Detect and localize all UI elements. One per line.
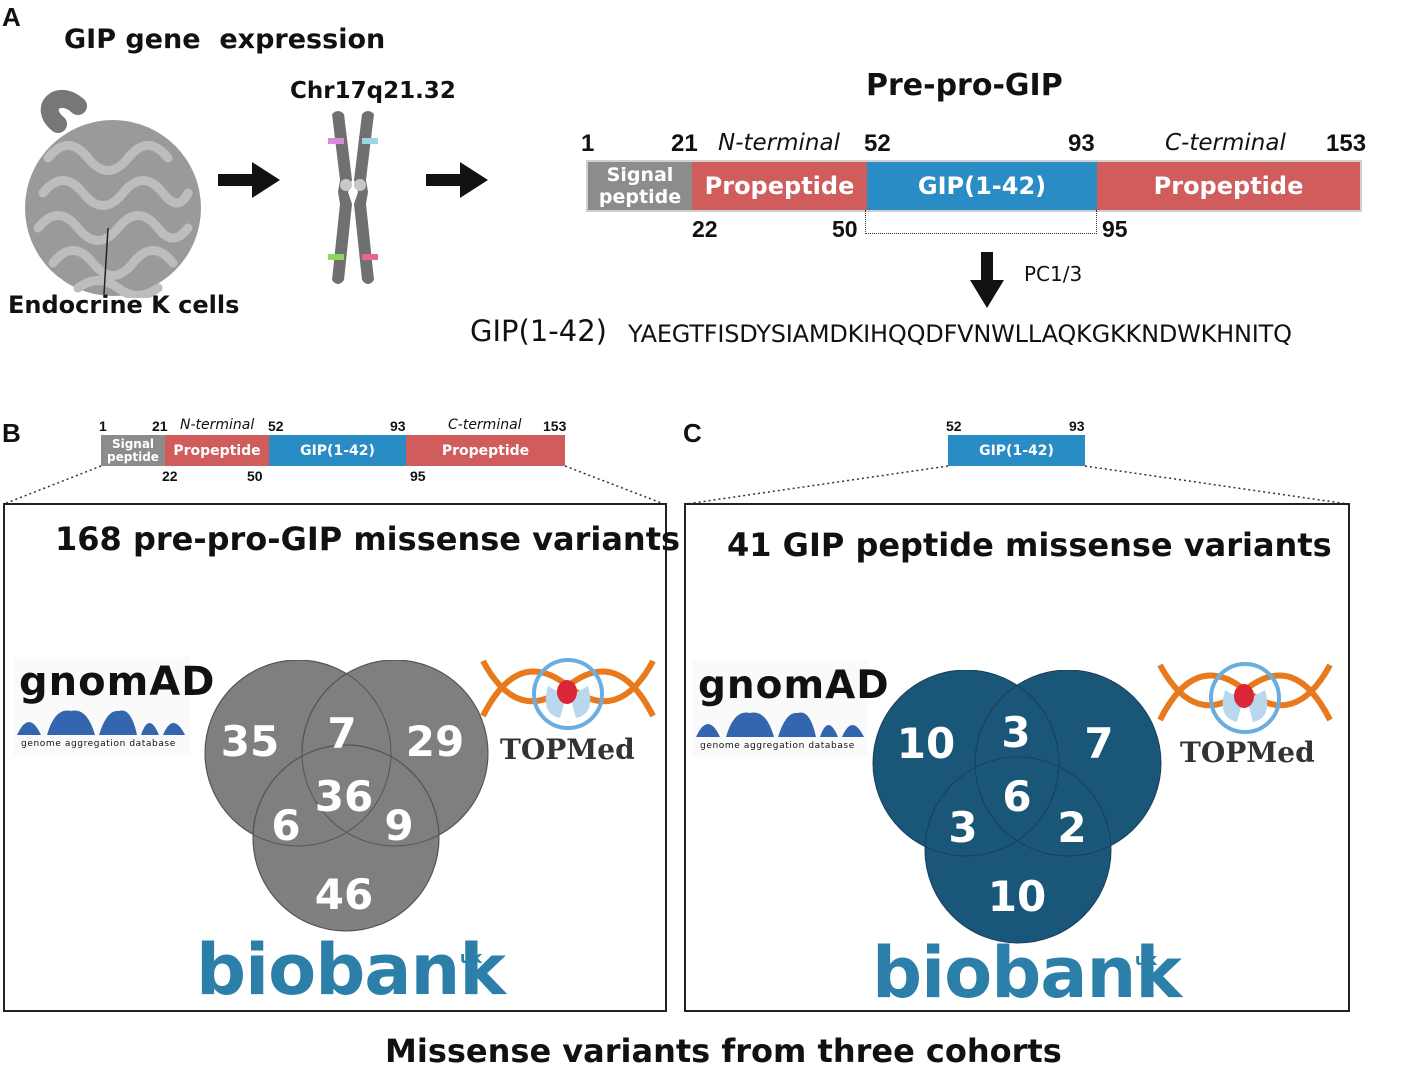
venn-c-gnomad-biobank: 3 [948,803,978,852]
biobank-logo-text: biobank [872,932,1182,1014]
venn-c-gnomad-topmed: 3 [1001,708,1031,757]
propeptide-c-label: Propeptide [1153,172,1304,200]
gnomad-wave-icon [17,710,185,735]
c-pos-93: 93 [1069,418,1085,434]
c-terminal-label: C-terminal [1165,130,1286,156]
b-pos-153: 153 [543,418,567,434]
panel-c-letter: C [683,418,702,448]
propeptide-c-segment: Propeptide [1097,162,1360,210]
propeptide-n-label: Propeptide [704,172,855,200]
b-n-terminal-label: N-terminal [180,417,255,433]
venn-c-biobank-only: 10 [987,872,1047,921]
gnomad-subtitle: genome aggregation database [21,739,176,749]
pos-50: 50 [832,216,858,242]
b-propeptide-c-label: Propeptide [441,442,530,459]
topmed-dna-icon [480,658,656,730]
topmed-dna-icon [1157,662,1333,734]
venn-b-gnomad-only: 35 [220,717,280,766]
gnomad-wave-icon [696,712,864,737]
venn-c-gnomad-only: 10 [896,719,956,768]
gip-sequence: YAEGTFISDYSIAMDKIHQQDFVNWLLAQKGKKNDWKHNI… [628,320,1292,348]
c-pos-52: 52 [946,418,962,434]
b-pos-52: 52 [268,418,284,434]
panel-c-title: 41 GIP peptide missense variants [727,526,1332,564]
pos-21: 21 [671,130,698,157]
gnomad-subtitle: genome aggregation database [700,741,855,751]
pos-52: 52 [864,130,891,157]
venn-c-all-three: 6 [1002,772,1032,821]
b-zoom-lines [3,465,665,505]
arrow-right-icon [218,162,280,198]
venn-b-topmed-only: 29 [405,717,465,766]
prepro-gip-title: Pre-pro-GIP [866,68,1063,103]
arrow-right-icon [426,162,488,198]
gnomad-logo-text: gnomAD [19,659,216,705]
b-pos-93: 93 [390,418,406,434]
gnomad-logo: gnomAD genome aggregation database [13,657,214,755]
pos-1: 1 [581,130,595,157]
panel-b-letter: B [2,418,21,448]
signal-peptide-segment: Signal peptide [588,162,692,210]
b-signal-label: Signal peptide [107,436,159,464]
biobank-uk-label: uk [460,948,483,967]
venn-c [872,670,1162,944]
gip-segment-label: GIP(1-42) [917,172,1047,200]
signal-peptide-label: Signal peptide [598,164,682,208]
chromosome-label: Chr17q21.32 [290,78,456,104]
biobank-uk-label: uk [1135,950,1158,969]
pos-22: 22 [692,216,718,242]
c-zoom-lines [685,465,1349,505]
b-gip-label: GIP(1-42) [300,442,375,459]
venn-b-all-three: 36 [314,772,374,821]
venn-b [204,660,489,932]
topmed-logo-text: TOPMed [1180,736,1315,769]
n-terminal-label: N-terminal [718,130,840,156]
b-signal-segment: Signal peptide [101,435,165,466]
b-c-terminal-label: C-terminal [448,417,522,433]
b-gip-segment: GIP(1-42) [269,435,406,466]
intestine-icon [25,90,201,298]
b-propeptide-c-segment: Propeptide [406,435,565,466]
gnomad-logo-text: gnomAD [698,663,890,708]
pos-93: 93 [1068,130,1095,157]
venn-b-topmed-biobank: 9 [384,801,414,850]
c-gip-label: GIP(1-42) [979,442,1054,459]
dotted-cleavage-bracket [865,210,1097,234]
chromosome-icon [328,111,378,284]
gip-segment: GIP(1-42) [867,162,1097,210]
b-propeptide-n-label: Propeptide [173,442,261,459]
pos-95: 95 [1102,216,1128,242]
b-pos-21: 21 [152,418,168,434]
b-pos-50: 50 [247,468,263,484]
venn-b-biobank-only: 46 [314,870,374,919]
footer-caption: Missense variants from three cohorts [385,1032,1062,1070]
gene-expression-title: GIP gene expression [64,24,386,55]
venn-c-topmed-only: 7 [1084,719,1114,768]
endocrine-cells-label: Endocrine K cells [8,291,240,319]
b-propeptide-n-segment: Propeptide [165,435,269,466]
b-pos-22: 22 [162,468,178,484]
gnomad-logo: gnomAD genome aggregation database [692,661,889,757]
c-gip-segment: GIP(1-42) [948,435,1085,466]
venn-b-gnomad-biobank: 6 [271,801,301,850]
venn-c-topmed-biobank: 2 [1057,803,1087,852]
panel-b-title: 168 pre-pro-GIP missense variants [55,520,681,558]
biobank-logo-text: biobank [196,929,506,1011]
pos-153: 153 [1326,130,1367,157]
b-pos-1: 1 [99,418,107,434]
propeptide-n-segment: Propeptide [692,162,867,210]
arrow-down-icon [970,252,1004,308]
topmed-logo-text: TOPMed [500,733,635,766]
pc13-enzyme-label: PC1/3 [1024,262,1083,286]
panel-a-letter: A [2,2,21,32]
gip-peptide-name: GIP(1-42) [470,314,607,348]
b-pos-95: 95 [410,468,426,484]
venn-b-gnomad-topmed: 7 [327,709,357,758]
prepro-gip-bar [586,160,1362,212]
